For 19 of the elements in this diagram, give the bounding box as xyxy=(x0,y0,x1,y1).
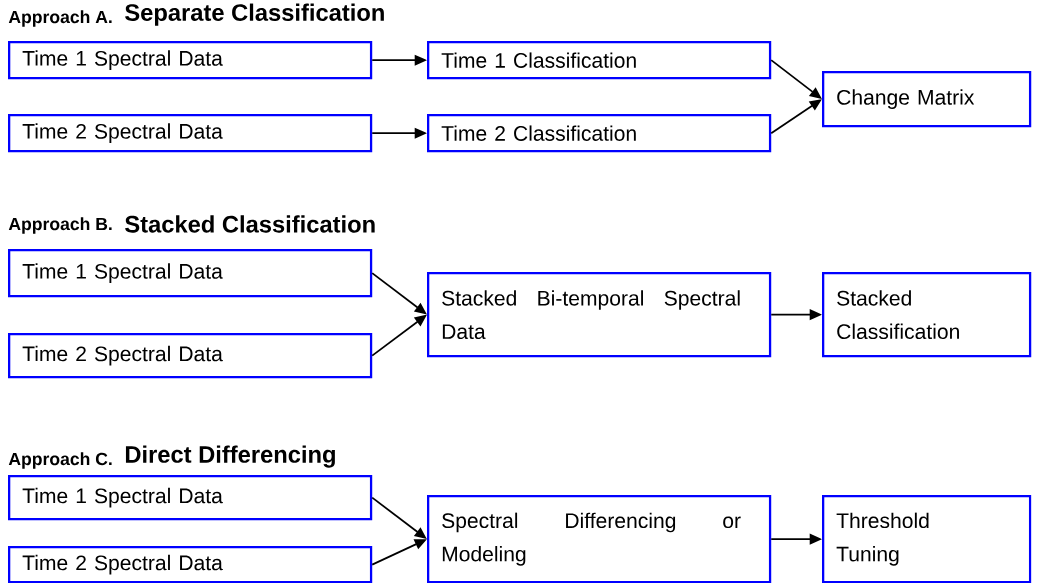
arrow xyxy=(770,99,822,135)
process-box: Threshold Tuning xyxy=(822,495,1032,583)
section-heading: Separate Classification xyxy=(125,3,384,26)
process-box: Stacked Classification xyxy=(822,272,1032,358)
process-box: Time 2 Spectral Data xyxy=(8,333,373,379)
process-box: Time 2 Spectral Data xyxy=(8,114,373,153)
process-box: Stacked Bi-temporal Spectral Data xyxy=(427,272,772,358)
process-box: Change Matrix xyxy=(822,71,1032,128)
process-box: Time 1 Spectral Data xyxy=(8,249,373,298)
arrow xyxy=(371,272,427,315)
section-heading: Approach B. xyxy=(8,217,112,234)
process-box: Time 2 Classification xyxy=(427,114,772,153)
section-heading: Direct Differencing xyxy=(125,445,335,468)
process-box: Time 1 Spectral Data xyxy=(8,475,373,521)
process-box: Time 2 Spectral Data xyxy=(8,546,373,583)
process-box: Time 1 Classification xyxy=(427,41,772,80)
process-box: Time 1 Spectral Data xyxy=(8,41,373,80)
process-box: Spectral Differencing or Modeling xyxy=(427,495,772,583)
section-heading: Stacked Classification xyxy=(125,215,375,233)
